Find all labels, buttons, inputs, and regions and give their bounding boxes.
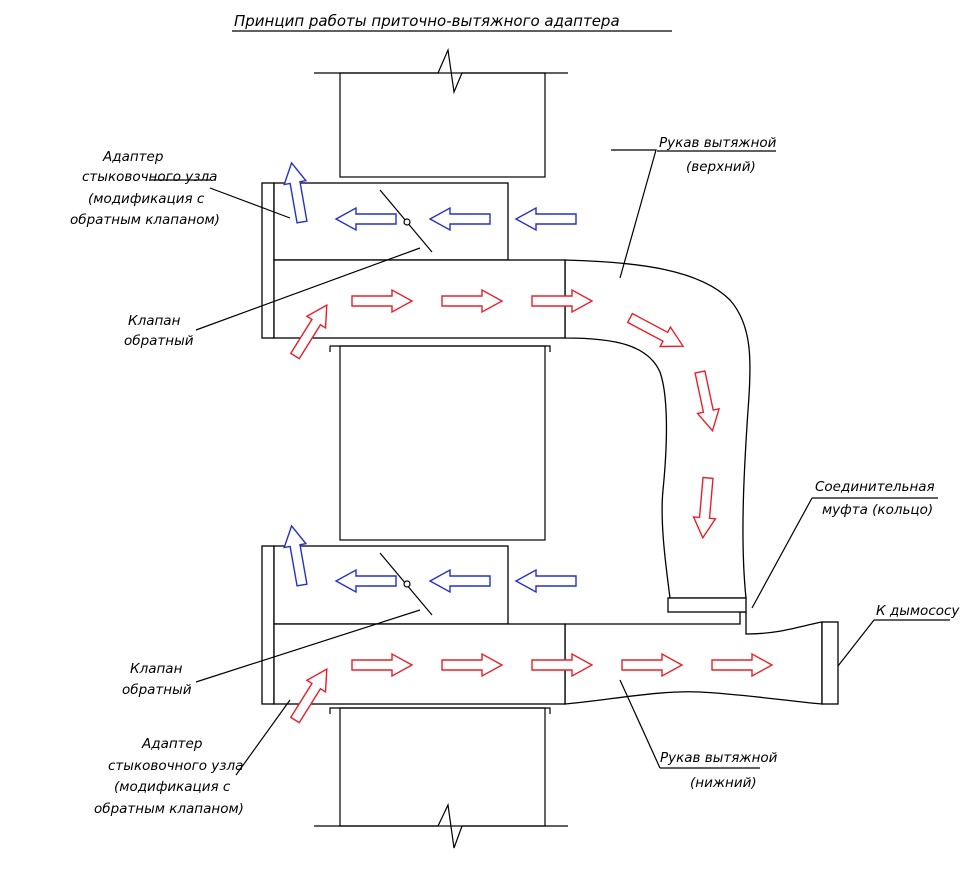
coupling-ring xyxy=(667,597,747,613)
label-valve-top-line1: Клапан xyxy=(128,313,181,329)
label-sleeve-top-line1: Рукав вытяжной xyxy=(659,135,777,151)
exhaust-flow-arrows xyxy=(289,288,774,724)
label-adapter-bottom-line4: обратным клапаном) xyxy=(94,801,244,817)
label-valve-bottom: Клапан обратный xyxy=(122,661,192,698)
label-adapter-bottom-line2: стыковочного узла xyxy=(108,758,243,774)
exhauster-flange xyxy=(821,621,839,705)
wall-bottom xyxy=(314,707,568,849)
label-adapter-top-line3: (модификация с xyxy=(88,191,205,207)
label-valve-bottom-line2: обратный xyxy=(122,682,192,698)
label-valve-bottom-line1: Клапан xyxy=(130,661,183,677)
label-adapter-top-line2: стыковочного узла xyxy=(82,169,217,185)
label-sleeve-top: Рукав вытяжной (верхний) xyxy=(657,135,777,175)
page-title: Принцип работы приточно-вытяжного адапте… xyxy=(234,12,620,30)
label-valve-top: Клапан обратный xyxy=(124,313,194,349)
leader-lines xyxy=(150,149,950,776)
adapter-top xyxy=(261,182,566,339)
label-valve-top-line2: обратный xyxy=(124,333,194,349)
label-adapter-top: Адаптер стыковочного узла (модификация с… xyxy=(70,149,220,228)
label-sleeve-bottom-line2: (нижний) xyxy=(690,775,757,791)
label-coupling: Соединительная муфта (кольцо) xyxy=(815,479,935,518)
label-adapter-top-line4: обратным клапаном) xyxy=(70,212,220,228)
label-adapter-bottom-line3: (модификация с xyxy=(114,779,231,795)
label-adapter-top-line1: Адаптер xyxy=(102,149,163,165)
supply-flow-arrows xyxy=(283,161,577,594)
label-sleeve-top-line2: (верхний) xyxy=(686,159,756,175)
label-coupling-line2: муфта (кольцо) xyxy=(822,502,933,518)
label-adapter-bottom: Адаптер стыковочного узла (модификация с… xyxy=(94,736,244,817)
label-sleeve-bottom-line1: Рукав вытяжной xyxy=(660,750,778,766)
label-sleeve-bottom: Рукав вытяжной (нижний) xyxy=(660,750,778,791)
wall-middle xyxy=(329,345,551,541)
label-exhauster: К дымососу xyxy=(876,603,960,619)
label-coupling-line1: Соединительная xyxy=(815,479,935,495)
sleeve-top-upper xyxy=(564,259,751,599)
label-exhauster-text: К дымососу xyxy=(876,603,960,619)
wall-top xyxy=(314,47,568,178)
label-adapter-bottom-line1: Адаптер xyxy=(141,736,202,752)
sleeve-bottom-lower xyxy=(564,611,823,705)
